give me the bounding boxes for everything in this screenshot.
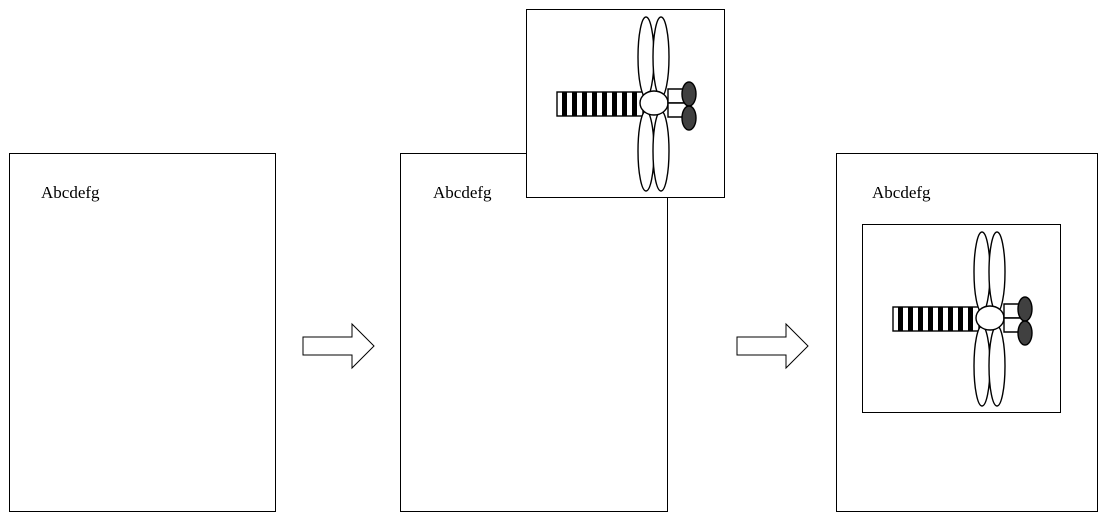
floating-image-card[interactable] [526,9,725,198]
right-arrow-icon-1 [302,322,375,370]
dragonfly-icon [892,231,1033,407]
page-caption-1: Abcdefg [41,183,100,202]
page-panel-3: Abcdefg [836,153,1098,512]
placed-image-card[interactable] [862,224,1061,413]
page-panel-2: Abcdefg [400,153,668,512]
page-panel-1: Abcdefg [9,153,276,512]
right-arrow-icon-2 [736,322,809,370]
page-caption-2: Abcdefg [433,183,492,202]
page-caption-3: Abcdefg [872,183,931,202]
dragonfly-icon [556,16,697,192]
